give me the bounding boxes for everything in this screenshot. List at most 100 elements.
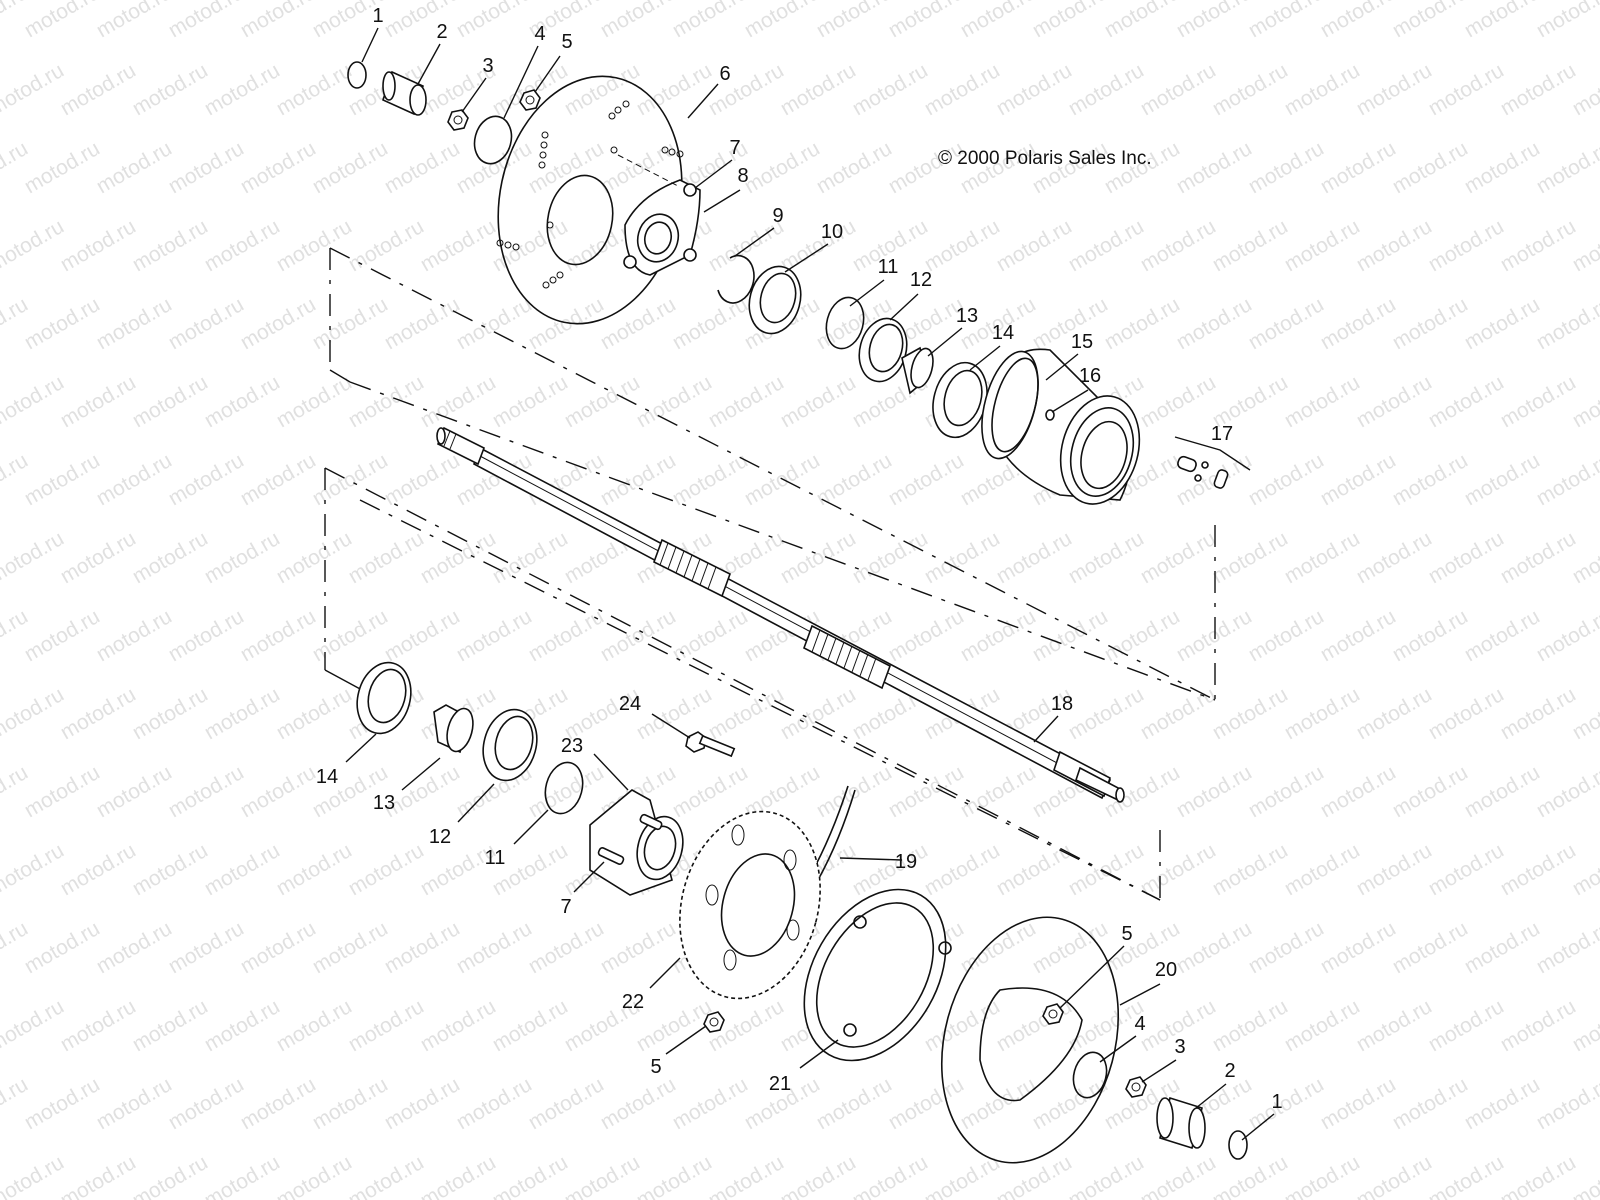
watermark-text: motod.ru xyxy=(309,1073,392,1134)
watermark-text: motod.ru xyxy=(165,761,248,822)
callout-c1b: 1 xyxy=(1271,1091,1282,1113)
watermark-text: motod.ru xyxy=(1461,0,1544,42)
watermark-text: motod.ru xyxy=(345,839,428,900)
watermark-text: motod.ru xyxy=(129,1151,212,1200)
watermark-text: motod.ru xyxy=(921,839,1004,900)
watermark-text: motod.ru xyxy=(309,137,392,198)
watermark-text: motod.ru xyxy=(129,839,212,900)
watermark-text: motod.ru xyxy=(957,605,1040,666)
watermark-text: motod.ru xyxy=(1425,371,1508,432)
watermark-text: motod.ru xyxy=(201,215,284,276)
watermark-text: motod.ru xyxy=(525,137,608,198)
part-4-ring-lower xyxy=(1072,1051,1108,1099)
watermark-text: motod.ru xyxy=(1461,605,1544,666)
callout-c12a: 12 xyxy=(910,269,932,291)
watermark-text: motod.ru xyxy=(525,605,608,666)
watermark-text: motod.ru xyxy=(201,683,284,744)
watermark-text: motod.ru xyxy=(669,1073,752,1134)
copyright-text: © 2000 Polaris Sales Inc. xyxy=(938,148,1152,169)
watermark-text: motod.ru xyxy=(1245,0,1328,42)
watermark-text: motod.ru xyxy=(237,293,320,354)
callout-c7b: 7 xyxy=(560,896,571,918)
watermark-text: motod.ru xyxy=(705,371,788,432)
callout-c17: 17 xyxy=(1211,423,1233,445)
watermark-text: motod.ru xyxy=(849,1151,932,1200)
watermark-text: motod.ru xyxy=(93,605,176,666)
watermark-text: motod.ru xyxy=(93,0,176,42)
watermark-text: motod.ru xyxy=(57,371,140,432)
watermark-text: motod.ru xyxy=(93,1073,176,1134)
watermark-text: motod.ru xyxy=(1173,605,1256,666)
watermark-text: motod.ru xyxy=(1137,59,1220,120)
watermark-text: motod.ru xyxy=(0,683,68,744)
watermark-text: motod.ru xyxy=(1065,215,1148,276)
watermark-text: motod.ru xyxy=(21,917,104,978)
leader-lines xyxy=(345,27,1275,1141)
watermark-text: motod.ru xyxy=(1245,761,1328,822)
watermark-text: motod.ru xyxy=(1065,1151,1148,1200)
watermark-text: motod.ru xyxy=(993,59,1076,120)
watermark-text: motod.ru xyxy=(669,761,752,822)
watermark-text: motod.ru xyxy=(57,215,140,276)
part-14-race-lower xyxy=(356,661,412,735)
watermark-text: motod.ru xyxy=(1173,0,1256,42)
watermark-text: motod.ru xyxy=(597,917,680,978)
part-13-bearing-upper xyxy=(901,346,934,395)
watermark-text: motod.ru xyxy=(1425,215,1508,276)
callout-c20: 20 xyxy=(1155,959,1177,981)
part-1-snap-ring-lower xyxy=(1228,1130,1248,1160)
watermark-text: motod.ru xyxy=(1497,683,1580,744)
watermark-text: motod.ru xyxy=(345,527,428,588)
watermark-text: motod.ru xyxy=(273,215,356,276)
watermark-text: motod.ru xyxy=(129,683,212,744)
lower-assembly-guide xyxy=(324,467,1161,901)
watermark-text: motod.ru xyxy=(93,917,176,978)
watermark-text: motod.ru xyxy=(1389,0,1472,42)
watermark-text: motod.ru xyxy=(453,917,536,978)
watermark-text: motod.ru xyxy=(345,995,428,1056)
watermark-text: motod.ru xyxy=(1497,527,1580,588)
watermark-text: motod.ru xyxy=(885,449,968,510)
watermark-text: motod.ru xyxy=(345,1151,428,1200)
watermark-text: motod.ru xyxy=(237,1073,320,1134)
watermark-text: motod.ru xyxy=(1425,683,1508,744)
watermark-text: motod.ru xyxy=(165,917,248,978)
watermark-text: motod.ru xyxy=(21,605,104,666)
watermark-text: motod.ru xyxy=(417,215,500,276)
watermark-text: motod.ru xyxy=(489,371,572,432)
part-11-ring-upper xyxy=(825,296,865,350)
part-11-ring-lower xyxy=(544,761,584,815)
watermark-text: motod.ru xyxy=(885,761,968,822)
watermark-text: motod.ru xyxy=(705,683,788,744)
watermark-text: motod.ru xyxy=(129,995,212,1056)
part-4-ring-upper xyxy=(473,115,513,165)
watermark-text: motod.ru xyxy=(0,59,68,120)
watermark-text: motod.ru xyxy=(1173,761,1256,822)
callout-c2a: 2 xyxy=(436,21,447,43)
part-5-nut-upper xyxy=(519,89,541,111)
callout-c19: 19 xyxy=(895,851,917,873)
watermark-text: motod.ru xyxy=(129,215,212,276)
watermark-text: motod.ru xyxy=(1137,1151,1220,1200)
watermark-text: motod.ru xyxy=(1209,839,1292,900)
part-9-snap-ring xyxy=(717,254,755,304)
watermark-text: motod.ru xyxy=(381,917,464,978)
watermark-text: motod.ru xyxy=(1425,839,1508,900)
watermark-text: motod.ru xyxy=(777,527,860,588)
watermark-text: motod.ru xyxy=(777,1151,860,1200)
watermark-text: motod.ru xyxy=(1425,527,1508,588)
watermark-text: motod.ru xyxy=(597,449,680,510)
watermark-text: motod.ru xyxy=(165,0,248,42)
watermark-text: motod.ru xyxy=(597,605,680,666)
watermark-text: motod.ru xyxy=(165,605,248,666)
watermark-text: motod.ru xyxy=(921,527,1004,588)
watermark-text: motod.ru xyxy=(1137,839,1220,900)
callout-c24: 24 xyxy=(619,693,641,715)
watermark-text: motod.ru xyxy=(0,215,68,276)
watermark-text: motod.ru xyxy=(1533,449,1600,510)
watermark-text: motod.ru xyxy=(1317,917,1400,978)
watermark-text: motod.ru xyxy=(1137,215,1220,276)
watermark-text: motod.ru xyxy=(381,0,464,42)
callout-c13b: 13 xyxy=(373,792,395,814)
